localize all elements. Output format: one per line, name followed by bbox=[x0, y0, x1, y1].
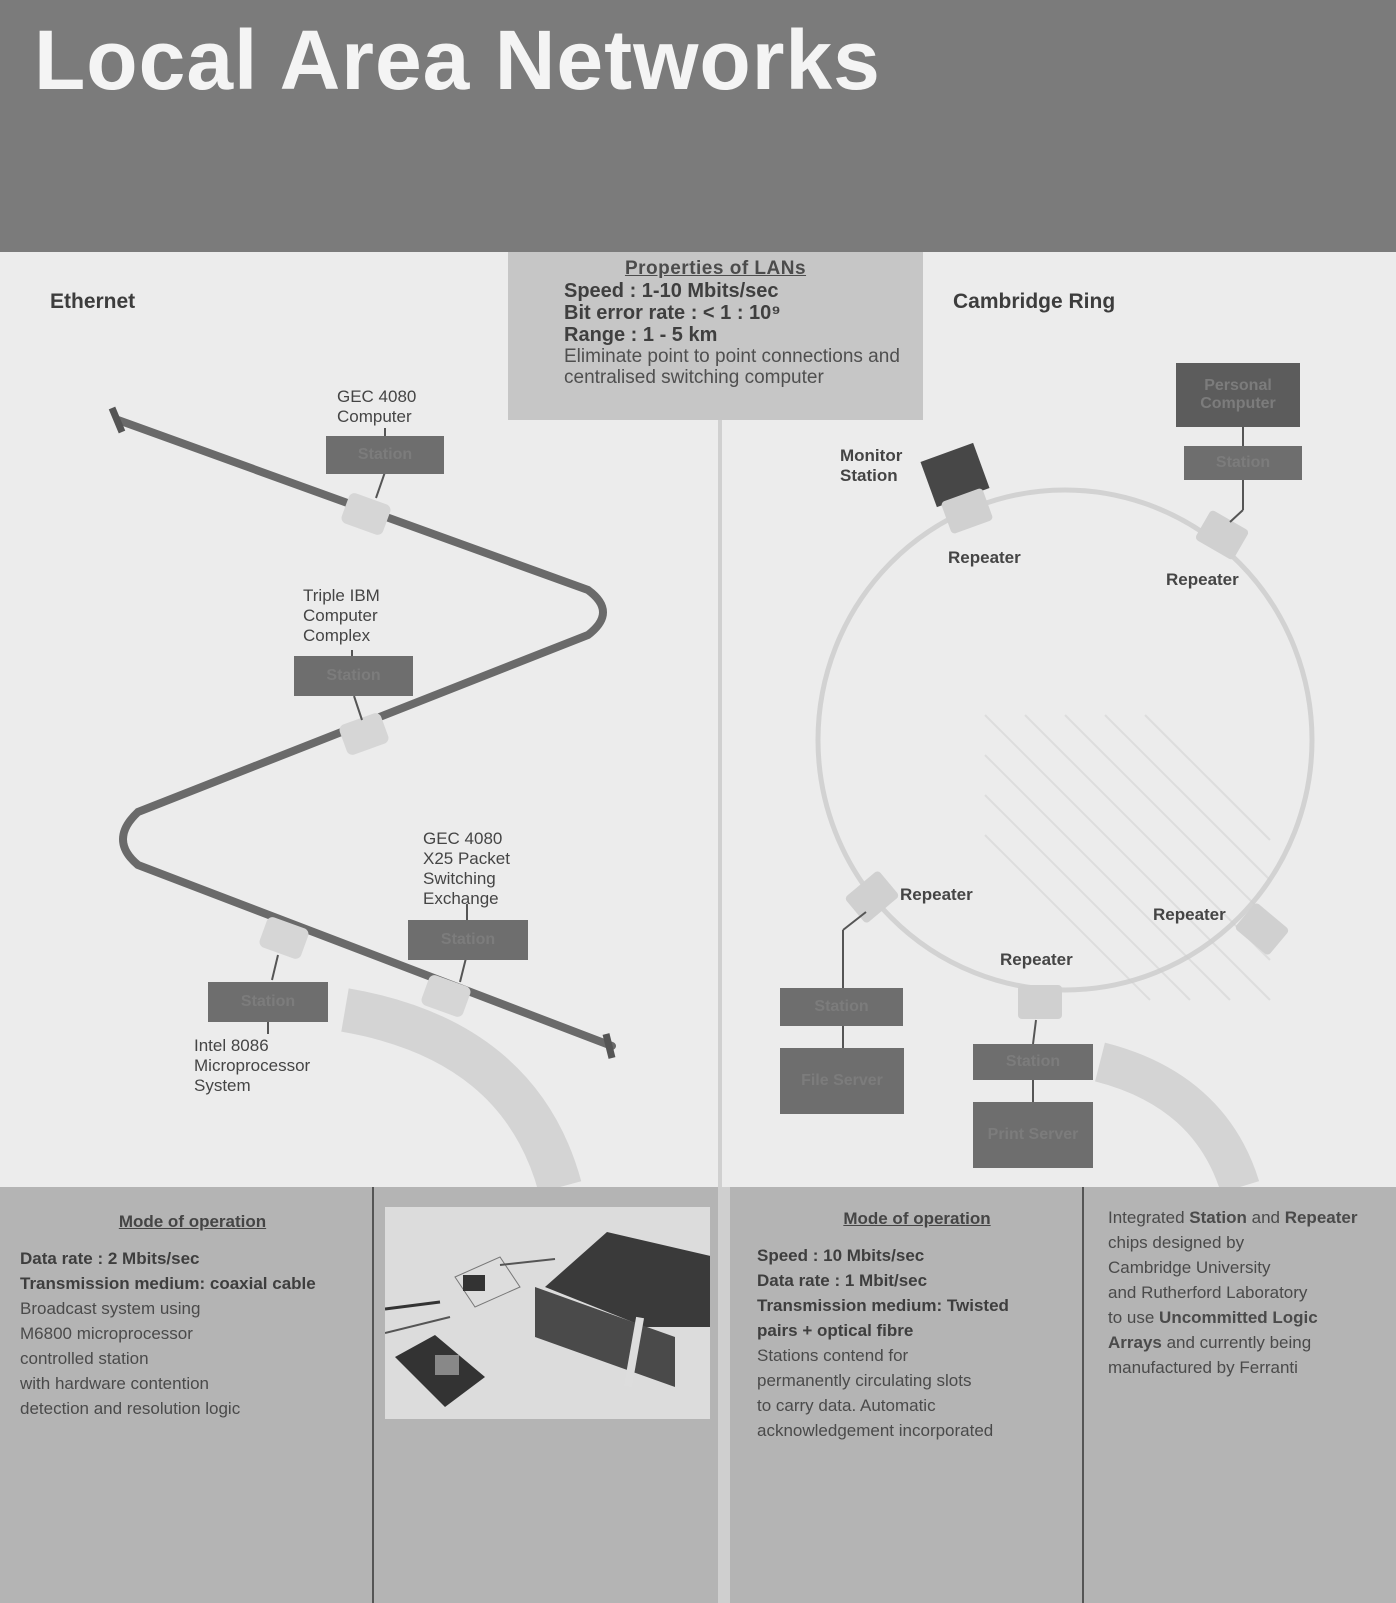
repeater-label: Repeater bbox=[948, 548, 1021, 567]
station-box: Station bbox=[1184, 446, 1302, 480]
ethernet-mode-title: Mode of operation bbox=[118, 1212, 267, 1231]
bit-error-rate-text: Bit error rate : < 1 : 10⁹ bbox=[564, 302, 781, 324]
range-text: Range : 1 - 5 km bbox=[564, 324, 718, 346]
chips-line: Cambridge University bbox=[1108, 1258, 1271, 1277]
chips-line: and Rutherford Laboratory bbox=[1108, 1283, 1308, 1302]
node-label-gec-computer: GEC 4080 Computer bbox=[337, 387, 417, 426]
header-banner: Local Area Networks bbox=[0, 0, 1396, 252]
cambridge-data-rate: Data rate : 1 Mbit/sec bbox=[757, 1271, 928, 1290]
terminator-icon bbox=[602, 1033, 616, 1059]
station-box: Station bbox=[294, 656, 413, 696]
node-label-intel-8086: Intel 8086 Microprocessor System bbox=[194, 1036, 311, 1095]
tap-icon bbox=[421, 975, 471, 1017]
repeater-label: Repeater bbox=[1166, 570, 1239, 589]
cambridge-speed: Speed : 10 Mbits/sec bbox=[757, 1246, 925, 1265]
tap-icon bbox=[339, 713, 389, 755]
speed-text: Speed : 1-10 Mbits/sec bbox=[564, 280, 779, 302]
cambridge-medium: Transmission medium: Twisted bbox=[757, 1296, 1009, 1315]
station-box: Station bbox=[780, 988, 903, 1026]
properties-panel: Properties of LANs Speed : 1-10 Mbits/se… bbox=[508, 252, 923, 420]
node-label-x25-exchange: GEC 4080 X25 Packet Switching Exchange bbox=[423, 829, 510, 908]
cambridge-mode-panel: Mode of operation Speed : 10 Mbits/sec D… bbox=[757, 1187, 1077, 1603]
station-box: Station bbox=[408, 920, 528, 960]
chips-line: Integrated Station and Repeater bbox=[1108, 1208, 1358, 1227]
station-box: Station bbox=[326, 436, 444, 474]
hardware-photo bbox=[384, 1207, 715, 1419]
monitor-station-label: Monitor Station bbox=[840, 446, 903, 485]
repeater-icon bbox=[1195, 510, 1249, 560]
ethernet-medium: Transmission medium: coaxial cable bbox=[20, 1274, 316, 1293]
repeater-icon bbox=[1018, 985, 1062, 1019]
ethernet-desc-line: Broadcast system using bbox=[20, 1299, 201, 1318]
terminator-icon bbox=[108, 406, 126, 434]
cambridge-ring-label: Cambridge Ring bbox=[953, 290, 1116, 313]
ethernet-mode-panel: Mode of operation Data rate : 2 Mbits/se… bbox=[20, 1187, 365, 1603]
page-title: Local Area Networks bbox=[34, 13, 881, 107]
repeater-icon bbox=[941, 488, 993, 534]
station-box: Station bbox=[208, 982, 328, 1022]
ethernet-desc-line: controlled station bbox=[20, 1349, 149, 1368]
arrow-to-photo-right bbox=[1094, 1042, 1260, 1194]
column-divider bbox=[1082, 1187, 1084, 1603]
chips-line: to use Uncommitted Logic bbox=[1108, 1308, 1318, 1327]
cambridge-mode-title: Mode of operation bbox=[843, 1209, 991, 1228]
repeater-icon bbox=[845, 871, 899, 923]
center-divider bbox=[718, 420, 722, 1187]
cambridge-desc-line: acknowledgement incorporated bbox=[757, 1421, 994, 1440]
ethernet-desc-line: detection and resolution logic bbox=[20, 1399, 241, 1418]
center-divider-bottom bbox=[718, 1187, 730, 1603]
chips-line: Arrays and currently being bbox=[1108, 1333, 1312, 1352]
ethernet-data-rate: Data rate : 2 Mbits/sec bbox=[20, 1249, 200, 1268]
repeater-label: Repeater bbox=[900, 885, 973, 904]
station-hardware-image bbox=[384, 1232, 715, 1407]
properties-description: Eliminate point to point connections and… bbox=[564, 346, 900, 388]
file-server-box: File Server bbox=[780, 1048, 904, 1114]
cambridge-desc-line: permanently circulating slots bbox=[757, 1371, 972, 1390]
ring-icon bbox=[815, 487, 1315, 993]
tap-icon bbox=[259, 917, 309, 959]
repeater-label: Repeater bbox=[1000, 950, 1073, 969]
ethernet-label: Ethernet bbox=[50, 290, 136, 313]
chips-line: chips designed by bbox=[1108, 1233, 1245, 1252]
chips-line: manufactured by Ferranti bbox=[1108, 1358, 1298, 1377]
ethernet-desc-line: M6800 microprocessor bbox=[20, 1324, 193, 1343]
personal-computer-box: Personal Computer bbox=[1176, 363, 1300, 427]
cambridge-desc-line: Stations contend for bbox=[757, 1346, 909, 1365]
arrow-to-photo-left bbox=[341, 988, 582, 1194]
chips-panel: Integrated Station and Repeater chips de… bbox=[1108, 1187, 1396, 1603]
station-box: Station bbox=[973, 1044, 1093, 1080]
repeater-label: Repeater bbox=[1153, 905, 1226, 924]
tap-icon bbox=[341, 493, 391, 535]
node-label-ibm-complex: Triple IBM Computer Complex bbox=[303, 586, 380, 645]
cambridge-medium: pairs + optical fibre bbox=[757, 1321, 914, 1340]
repeater-icon bbox=[1235, 903, 1289, 955]
print-server-box: Print Server bbox=[973, 1102, 1093, 1168]
column-divider bbox=[372, 1187, 374, 1603]
cambridge-desc-line: to carry data. Automatic bbox=[757, 1396, 936, 1415]
properties-title: Properties of LANs bbox=[624, 258, 807, 279]
ethernet-desc-line: with hardware contention bbox=[20, 1374, 210, 1393]
